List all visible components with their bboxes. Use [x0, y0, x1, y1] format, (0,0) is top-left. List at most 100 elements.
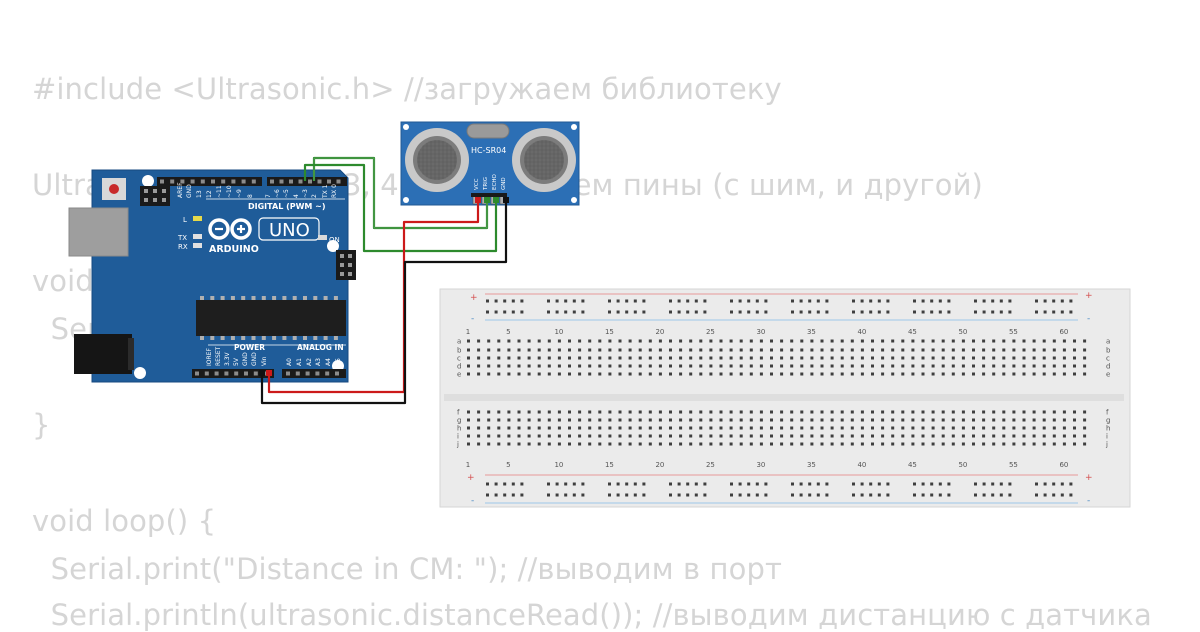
digital-header-pins [160, 179, 341, 184]
usb-connector [69, 208, 128, 256]
led-label-on: ON [329, 236, 340, 244]
sensor-model-label: HC-SR04 [471, 146, 506, 155]
digital-pin-label: TX 1 [322, 184, 329, 199]
digital-pin-label: 7 [265, 194, 272, 198]
column-number-top: 50 [958, 328, 967, 336]
row-letter-right: g [1106, 417, 1110, 425]
column-number-top: 40 [857, 328, 866, 336]
digital-pin-label: ~6 [274, 189, 281, 198]
rail-plus-top-right: + [1085, 291, 1093, 301]
atmega-chip [196, 300, 346, 336]
column-number-top: 30 [756, 328, 765, 336]
rail-minus-top-left: - [471, 314, 474, 324]
breadboard-labels: 1155101015152020252530303535404045455050… [456, 328, 1111, 469]
power-pin-label: RESET [215, 346, 222, 366]
code-line-include: #include <Ultrasonic.h> //загружаем библ… [32, 72, 782, 106]
transducer-right [512, 128, 576, 192]
row-letter-right: b [1106, 347, 1111, 355]
crystal [466, 123, 510, 139]
rail-plus-bottom-left: + [467, 473, 475, 483]
bottom-header-pins [195, 371, 339, 376]
column-number-bottom: 35 [807, 461, 816, 469]
analog-in-label: ANALOG IN [297, 343, 344, 352]
arduino-brand-label: ARDUINO [209, 244, 259, 255]
column-number-bottom: 1 [466, 461, 470, 469]
analog-pin-label: A3 [315, 358, 322, 366]
digital-pin-label: AREF [177, 182, 184, 198]
row-letter-left: d [457, 363, 461, 371]
led-label-l: L [183, 216, 187, 224]
digital-pin-label: RX 0 [331, 184, 338, 198]
led-label-rx: RX [178, 243, 188, 251]
analog-pin-label: A2 [306, 358, 313, 366]
digital-pin-label: 4 [293, 194, 300, 198]
code-line-serial-println: Serial.println(ultrasonic.distanceRead()… [32, 598, 1152, 632]
rail-minus-top-right: - [1087, 314, 1090, 324]
digital-pin-label: ~10 [226, 185, 233, 198]
column-number-bottom: 30 [756, 461, 765, 469]
column-number-top: 20 [655, 328, 664, 336]
digital-pin-label: 13 [196, 190, 203, 198]
column-number-top: 60 [1059, 328, 1068, 336]
sensor-pin-label: ECHO [492, 174, 498, 190]
column-number-bottom: 5 [506, 461, 510, 469]
power-pin-label: GND [242, 352, 249, 366]
wires [260, 156, 508, 405]
column-number-bottom: 45 [908, 461, 917, 469]
uno-label: UNO [269, 220, 310, 241]
column-number-top: 5 [506, 328, 510, 336]
column-number-bottom: 55 [1009, 461, 1018, 469]
code-line-close-brace: } [32, 408, 51, 442]
column-number-top: 1 [466, 328, 470, 336]
rail-minus-bottom-right: - [1087, 496, 1090, 506]
digital-pwm-label: DIGITAL (PWM ~) [248, 202, 326, 211]
wire-green-trig [312, 156, 489, 230]
row-letter-left: i [457, 433, 459, 441]
rail-plus-top-left: + [470, 293, 478, 303]
wire-black-gnd [260, 203, 508, 405]
row-letter-left: c [457, 355, 461, 363]
column-number-top: 10 [554, 328, 563, 336]
analog-pin-label: A4 [325, 358, 332, 366]
wire-green-echo [303, 163, 498, 253]
row-letter-left: h [457, 425, 461, 433]
analog-pin-label: A0 [286, 358, 293, 366]
row-letter-left: f [457, 409, 460, 417]
analog-header [282, 369, 346, 378]
analog-pin-label: A1 [296, 358, 303, 366]
column-number-top: 55 [1009, 328, 1018, 336]
analog-pin-label: A5 [335, 358, 342, 366]
digital-header-left [157, 177, 262, 186]
column-number-bottom: 10 [554, 461, 563, 469]
power-pin-label: Vin [261, 356, 268, 366]
column-number-bottom: 25 [706, 461, 715, 469]
column-number-bottom: 15 [605, 461, 614, 469]
power-label: POWER [234, 343, 265, 352]
transducer-left [405, 128, 469, 192]
column-number-bottom: 50 [958, 461, 967, 469]
row-letter-right: f [1106, 409, 1109, 417]
column-number-top: 15 [605, 328, 614, 336]
breadboard: + - + - + - + - 115510101515202025253030… [439, 288, 1131, 508]
code-line-serial-print: Serial.print("Distance in CM: "); //выво… [32, 552, 782, 586]
led-label-tx: TX [177, 234, 187, 242]
digital-pin-label: GND [186, 184, 193, 198]
row-letter-right: c [1106, 355, 1110, 363]
digital-pin-label: 12 [206, 190, 213, 198]
digital-pin-label: ~5 [283, 189, 290, 198]
row-letter-right: a [1106, 338, 1110, 346]
column-number-bottom: 20 [655, 461, 664, 469]
row-letter-left: j [456, 441, 459, 449]
row-letter-left: e [457, 371, 461, 379]
digital-pin-label: 8 [247, 194, 254, 198]
power-pin-label: GND [251, 352, 258, 366]
row-letter-right: h [1106, 425, 1110, 433]
column-number-top: 45 [908, 328, 917, 336]
code-line-loop: void loop() { [32, 504, 217, 538]
